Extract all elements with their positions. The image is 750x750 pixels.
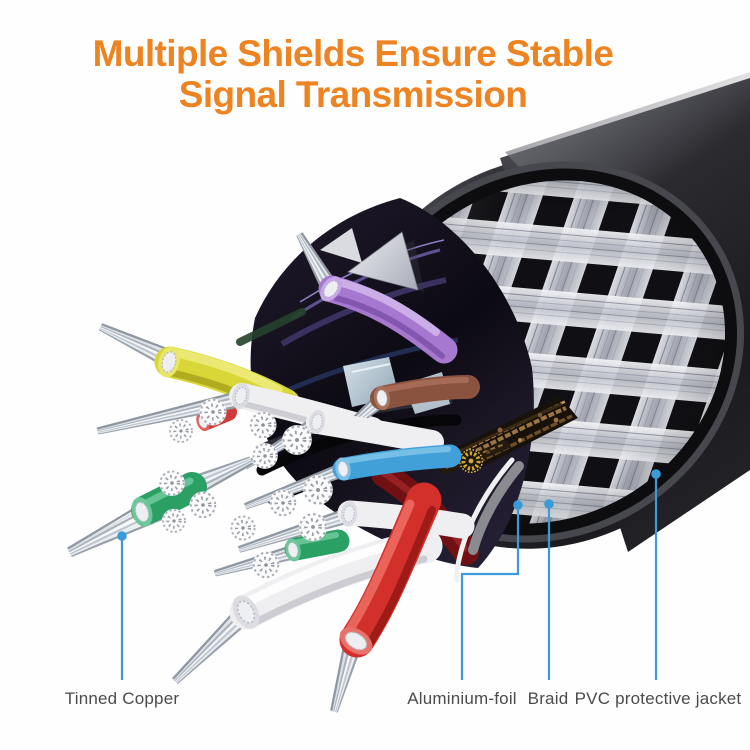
wire-green-left	[63, 450, 256, 565]
callout-line-braid	[544, 499, 554, 680]
copper-shield-strands	[440, 396, 578, 475]
wire-white-b	[242, 408, 444, 473]
inner-wires	[63, 230, 480, 714]
label-tinned-copper: Tinned Copper	[64, 689, 180, 708]
headline-line-2: Signal Transmission	[178, 74, 528, 115]
callout-line-tinned-copper	[117, 531, 127, 680]
label-aluminium-foil: Aluminium-foil	[407, 689, 517, 708]
wire-purple	[292, 230, 458, 364]
headline-line-1: Multiple Shields Ensure Stable	[92, 33, 614, 74]
wire-red	[325, 482, 442, 714]
headline: Multiple Shields Ensure Stable Signal Tr…	[0, 33, 706, 115]
callout-line-aluminium-foil	[460, 500, 523, 680]
wire-blue	[242, 444, 462, 513]
braid-peel-flaps	[320, 228, 424, 292]
drain-wire-cross-section	[458, 448, 484, 474]
label-braid: Braid	[527, 689, 569, 708]
label-pvc-protective-jacket: PVC protective jacket	[574, 689, 742, 708]
callout-line-pvc-jacket	[651, 469, 661, 680]
wire-brown	[335, 375, 480, 440]
callout-lines	[117, 469, 661, 680]
